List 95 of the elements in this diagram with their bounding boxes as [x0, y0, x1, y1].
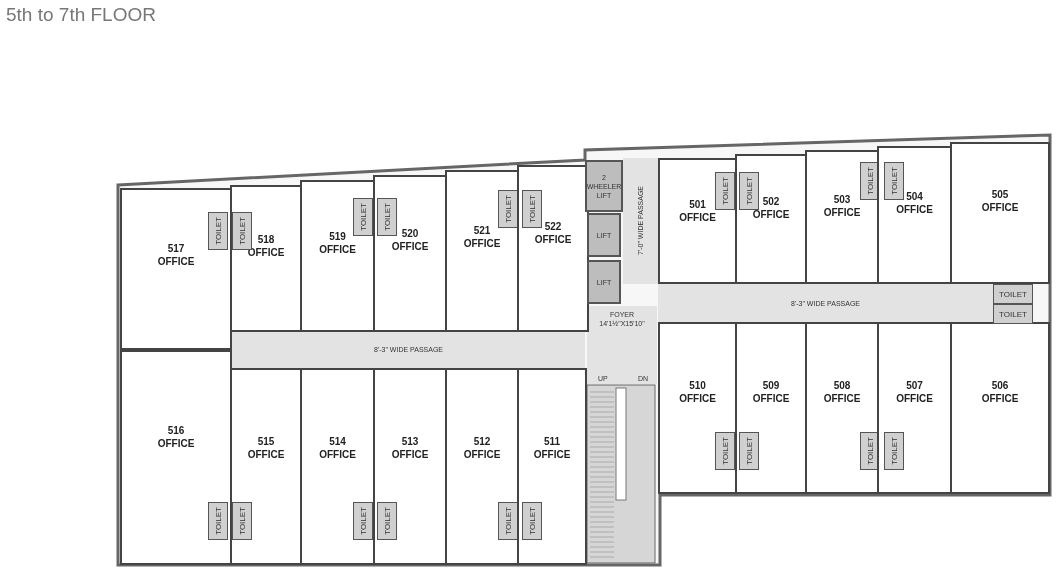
room-label: 503 OFFICE — [822, 193, 862, 219]
toilet-room — [232, 502, 252, 540]
office-room — [120, 350, 232, 565]
toilet-label: TOILET — [382, 507, 392, 535]
room-label: 519 OFFICE — [318, 230, 357, 256]
toilet-label: TOILET — [889, 167, 899, 195]
office-room — [658, 322, 737, 494]
office-room — [517, 165, 589, 332]
toilet-label: TOILET — [527, 195, 537, 223]
room-label: 506 OFFICE — [980, 379, 1020, 405]
toilet-room — [232, 212, 252, 250]
toilet-room — [208, 212, 228, 250]
room-label: 518 OFFICE — [246, 233, 286, 259]
passage-area — [658, 284, 993, 322]
toilet-label: TOILET — [720, 437, 730, 465]
toilet-room — [377, 502, 397, 540]
toilet-label: TOILET — [358, 507, 368, 535]
room-label: 502 OFFICE — [752, 195, 791, 221]
toilet-room — [715, 432, 735, 470]
toilet-room — [522, 190, 542, 228]
toilet-label: TOILET — [999, 289, 1027, 299]
toilet-label: TOILET — [744, 437, 754, 465]
office-room — [735, 322, 807, 494]
toilet-label: TOILET — [527, 507, 537, 535]
floor-title: 5th to 7th FLOOR — [6, 4, 156, 26]
lift-shaft — [585, 160, 623, 212]
toilet-label: TOILET — [382, 203, 392, 231]
office-room — [230, 185, 302, 332]
toilet-room — [208, 502, 228, 540]
office-room — [517, 368, 587, 565]
toilet-room — [884, 162, 904, 200]
toilet-label: TOILET — [744, 177, 754, 205]
toilet-room — [498, 190, 518, 228]
room-label: 510 OFFICE — [678, 379, 717, 405]
toilet-room — [860, 162, 880, 200]
toilet-label: TOILET — [865, 167, 875, 195]
lift-shaft — [587, 260, 621, 304]
office-room — [445, 170, 519, 332]
toilet-room — [522, 502, 542, 540]
toilet-label: TOILET — [720, 177, 730, 205]
office-room — [877, 322, 952, 494]
toilet-room — [715, 172, 735, 210]
passage-area — [232, 330, 585, 368]
room-label: 511 OFFICE — [532, 435, 572, 461]
toilet-room — [860, 432, 880, 470]
office-room — [445, 368, 519, 565]
toilet-room — [993, 304, 1033, 324]
office-room — [230, 368, 302, 565]
toilet-room — [739, 172, 759, 210]
room-label: 514 OFFICE — [318, 435, 357, 461]
office-room — [805, 322, 879, 494]
toilet-room — [884, 432, 904, 470]
office-room — [877, 146, 952, 284]
office-room — [120, 188, 232, 350]
toilet-room — [353, 502, 373, 540]
passage-area — [623, 158, 658, 284]
foyer-area — [587, 306, 657, 384]
room-label: 507 OFFICE — [895, 379, 934, 405]
office-room — [658, 158, 737, 284]
room-label: 515 OFFICE — [246, 435, 286, 461]
room-label: 513 OFFICE — [390, 435, 430, 461]
room-label: 520 OFFICE — [390, 227, 430, 253]
room-label: 522 OFFICE — [534, 221, 573, 246]
office-room — [300, 180, 375, 332]
room-label: 521 OFFICE — [462, 224, 502, 250]
room-label: 501 OFFICE — [678, 198, 717, 224]
room-label: 516 OFFICE — [156, 424, 196, 450]
toilet-label: TOILET — [999, 309, 1027, 319]
room-label: 508 OFFICE — [822, 379, 862, 405]
toilet-label: TOILET — [358, 203, 368, 231]
toilet-room — [739, 432, 759, 470]
room-label: 509 OFFICE — [751, 379, 791, 405]
office-room — [805, 150, 879, 284]
toilet-label: TOILET — [213, 217, 223, 245]
room-label: 512 OFFICE — [462, 435, 502, 461]
office-room — [373, 368, 447, 565]
toilet-label: TOILET — [503, 507, 513, 535]
toilet-label: TOILET — [503, 195, 513, 223]
office-room — [300, 368, 375, 565]
toilet-room — [993, 284, 1033, 304]
toilet-label: TOILET — [889, 437, 899, 465]
office-room — [373, 175, 447, 332]
room-label: 505 OFFICE — [980, 188, 1020, 214]
office-room — [950, 322, 1050, 494]
toilet-room — [498, 502, 518, 540]
lift-shaft — [587, 213, 621, 257]
room-label: 517 OFFICE — [156, 242, 196, 268]
toilet-room — [353, 198, 373, 236]
toilet-label: TOILET — [237, 217, 247, 245]
office-room — [735, 154, 807, 284]
toilet-label: TOILET — [237, 507, 247, 535]
toilet-label: TOILET — [213, 507, 223, 535]
toilet-room — [377, 198, 397, 236]
toilet-label: TOILET — [865, 437, 875, 465]
office-room — [950, 142, 1050, 284]
